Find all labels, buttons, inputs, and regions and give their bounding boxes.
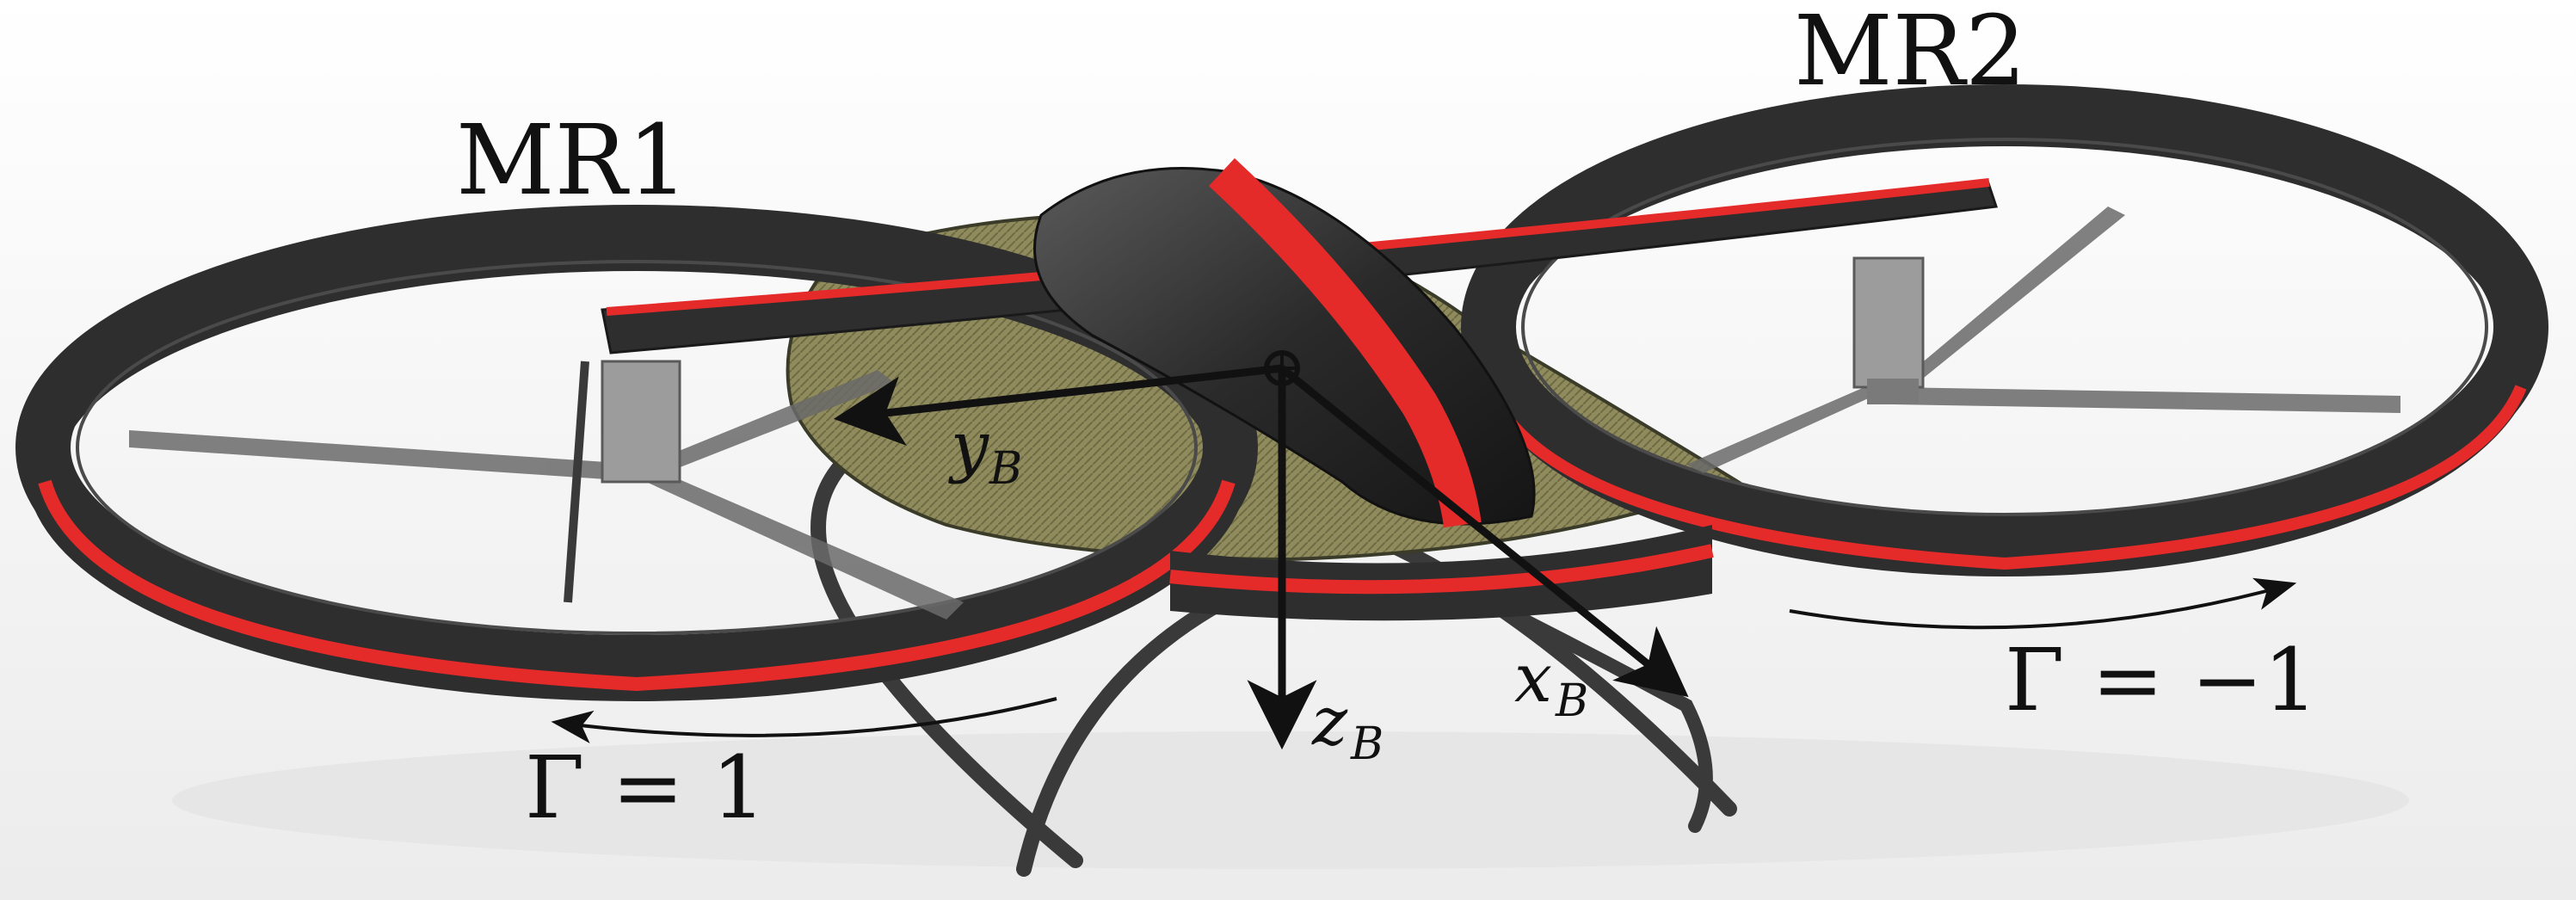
dome-stripe [1209, 157, 1482, 528]
rotor-label-mr1: MR1 [456, 105, 688, 217]
rotation-arrow-mr1 [551, 697, 1057, 743]
rotor-hub-mr2 [1852, 256, 1925, 404]
svg-text:z: z [1311, 683, 1348, 761]
rotor-ring-mr1 [15, 205, 1258, 701]
rotor-blades-mr1 [129, 370, 964, 620]
direction-label-mr1: Γ = 1 [525, 737, 766, 838]
skid-left-rear [810, 440, 1083, 868]
rotor-hub-mr1 [564, 360, 681, 603]
svg-text:B: B [989, 443, 1022, 495]
rotor-ring-mr2 [1461, 84, 2548, 576]
svg-text:y: y [948, 408, 989, 485]
center-body-band [1170, 525, 1712, 621]
y-axis-arrow [833, 364, 1283, 446]
direction-label-mr2: Γ = −1 [2005, 630, 2318, 730]
skid-left-front [1016, 595, 1229, 877]
svg-text:B: B [1350, 718, 1384, 770]
rotor-label-mr2: MR2 [1794, 0, 2026, 108]
x-axis-arrow [1279, 365, 1689, 698]
x-axis-label: x B [1514, 640, 1588, 727]
center-body-stripe [1169, 544, 1714, 595]
rotation-arrow-mr2 [1789, 577, 2297, 630]
z-axis-label: z B [1311, 683, 1384, 770]
rotor-blades-mr2 [1686, 207, 2400, 473]
svg-text:B: B [1555, 675, 1588, 727]
ground-shadow [172, 731, 2409, 869]
svg-text:x: x [1514, 640, 1552, 718]
y-axis-label: y B [948, 408, 1022, 495]
skid-right-front [1482, 595, 1713, 833]
